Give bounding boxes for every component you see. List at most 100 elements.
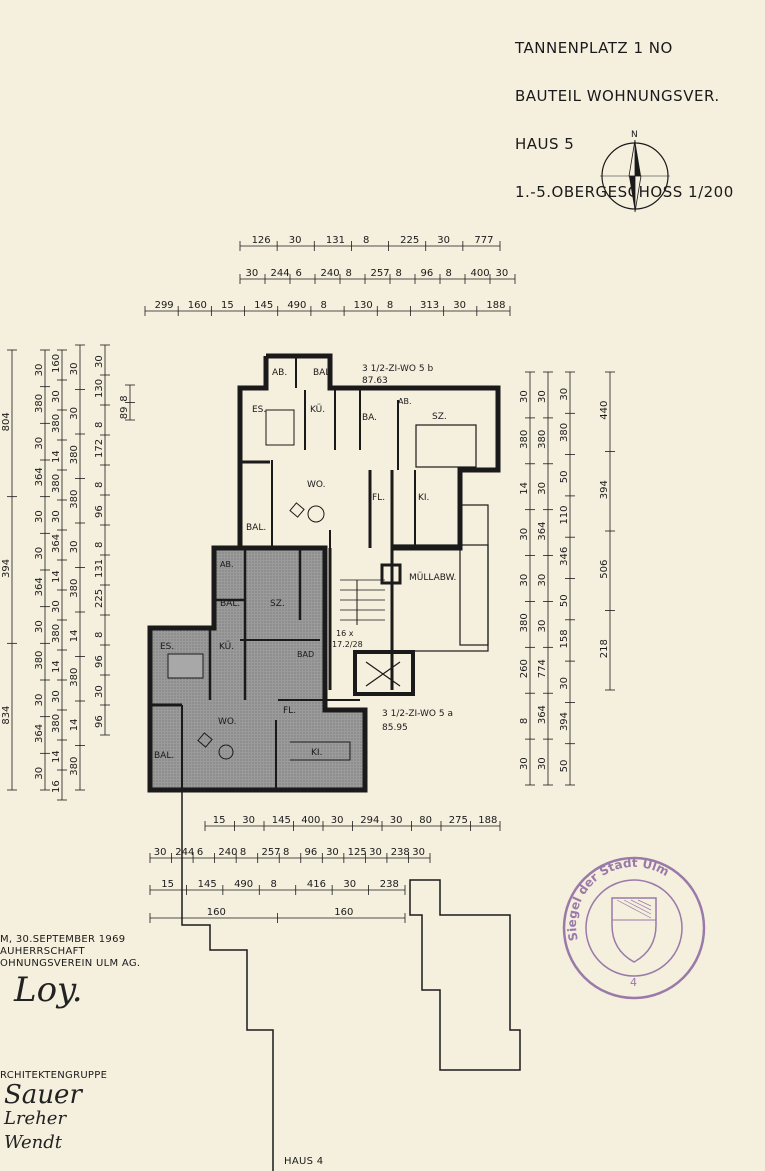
dim-label-left_col2: 380 bbox=[34, 651, 45, 670]
city-seal-stamp: Siegel der Stadt Ulm 4 bbox=[562, 856, 706, 1000]
dim-label-bottom_row2: 238 bbox=[391, 847, 410, 858]
dim-label-bottom_row2: 8 bbox=[283, 847, 289, 858]
stair-steps: 16 x bbox=[336, 629, 354, 638]
dim-label-left_col4: 380 bbox=[69, 579, 80, 598]
dim-label-top_row2: 30 bbox=[496, 268, 509, 279]
dim-label-left_col2: 364 bbox=[34, 467, 45, 486]
signature-architect-3: Wendt bbox=[4, 1132, 63, 1153]
dim-label-left_col3: 14 bbox=[51, 570, 62, 583]
dim-label-left_col2: 30 bbox=[34, 510, 45, 523]
dim-label-top_row1: 131 bbox=[326, 235, 345, 246]
dim-label-left_col4: 30 bbox=[69, 541, 80, 554]
dim-label-left_col5: 172 bbox=[94, 439, 105, 458]
dim-label-bottom_row1: 294 bbox=[360, 815, 379, 826]
dim-label-left_col5: 8 bbox=[94, 542, 105, 548]
north-label: N bbox=[631, 130, 638, 140]
dim-label-left_col3: 16 bbox=[51, 780, 62, 793]
dim-label-right_col3: 50 bbox=[559, 594, 570, 607]
haus-4-label: HAUS 4 bbox=[284, 1156, 324, 1167]
dim-label-left_outer: 394 bbox=[1, 559, 12, 578]
dim-label-left_col2: 364 bbox=[34, 724, 45, 743]
dim-label-bottom_row1: 15 bbox=[213, 815, 226, 826]
dim-label-top_row2: 240 bbox=[321, 268, 340, 279]
dim-label-left_col3: 380 bbox=[51, 474, 62, 493]
dim-label-left_col2: 30 bbox=[34, 620, 45, 633]
dim-label-left_col3: 30 bbox=[51, 600, 62, 613]
dim-label-bottom_row2: 30 bbox=[154, 847, 167, 858]
stair-ratio: 17.2/28 bbox=[332, 640, 363, 649]
unit-5a-area bbox=[147, 545, 368, 793]
room-fl-low: FL. bbox=[283, 706, 296, 716]
room-ki-low: KI. bbox=[311, 748, 322, 758]
dim-label-left_col3: 14 bbox=[51, 750, 62, 763]
dim-label-left_col2: 30 bbox=[34, 364, 45, 377]
room-muellabw: MÜLLABW. bbox=[409, 572, 456, 583]
signature-owner: Loy. bbox=[14, 970, 83, 1010]
footer-owner-1: AUHERRSCHAFT bbox=[0, 946, 85, 957]
dim-label-top_row3: 30 bbox=[453, 300, 466, 311]
dimension-lines bbox=[7, 241, 615, 923]
dim-label-right_col4: 440 bbox=[599, 401, 610, 420]
dim-label-bottom_row1: 80 bbox=[419, 815, 432, 826]
room-ab-top: AB. bbox=[272, 368, 287, 378]
dim-label-left_col3: 14 bbox=[51, 660, 62, 673]
dim-label-top_row2: 6 bbox=[296, 268, 302, 279]
dim-label-left_col3: 30 bbox=[51, 390, 62, 403]
dim-label-right_col2: 364 bbox=[537, 705, 548, 724]
dim-label-top_row3: 490 bbox=[287, 300, 306, 311]
dim-label-right_col1: 260 bbox=[519, 659, 530, 678]
dim-label-left_col5: 30 bbox=[94, 355, 105, 368]
room-wo-low: WO. bbox=[218, 717, 236, 727]
dim-label-bottom_row2: 244 bbox=[175, 847, 194, 858]
dim-label-left_col4: 380 bbox=[69, 757, 80, 776]
dim-label-left_col4: 380 bbox=[69, 490, 80, 509]
dim-label-left_outer: 804 bbox=[1, 412, 12, 431]
dim-label-bottom_row2: 30 bbox=[369, 847, 382, 858]
dim-label-bottom_row4: 160 bbox=[334, 907, 353, 918]
dim-label-bottom_row1: 400 bbox=[301, 815, 320, 826]
dim-label-top_row3: 188 bbox=[486, 300, 505, 311]
dim-label-top_row2: 244 bbox=[271, 268, 290, 279]
dim-label-right_col1: 30 bbox=[519, 574, 530, 587]
room-sz-low: SZ. bbox=[270, 599, 285, 609]
dim-label-top_row3: 8 bbox=[387, 300, 393, 311]
dim-label-left_col4: 380 bbox=[69, 668, 80, 687]
dim-label-right_col3: 158 bbox=[559, 629, 570, 648]
room-bal-left: BAL. bbox=[246, 523, 266, 533]
dim-label-top_row3: 8 bbox=[321, 300, 327, 311]
dim-label-left_col2: 30 bbox=[34, 547, 45, 560]
unit-5a-interior bbox=[167, 548, 360, 790]
dim-label-bottom_row1: 30 bbox=[331, 815, 344, 826]
dim-label-top_row1: 8 bbox=[363, 235, 369, 246]
room-ku-top: KÜ. bbox=[310, 404, 325, 415]
dim-label-top_row1: 225 bbox=[400, 235, 419, 246]
dim-label-top_row1: 30 bbox=[437, 235, 450, 246]
dim-label-left_col3: 160 bbox=[51, 354, 62, 373]
dim-label-top_row1: 126 bbox=[252, 235, 271, 246]
dim-label-right_col3: 50 bbox=[559, 760, 570, 773]
title-line-4: 1.-5.OBERGESCHOSS 1/200 bbox=[515, 183, 734, 201]
dim-label-bottom_row2: 8 bbox=[240, 847, 246, 858]
dim-label-bottom_row3: 416 bbox=[307, 879, 326, 890]
dim-label-left_col4: 30 bbox=[69, 363, 80, 376]
room-wo-top: WO. bbox=[307, 480, 325, 490]
dim-label-top_row3: 145 bbox=[254, 300, 273, 311]
room-bal-top: BAL. bbox=[313, 368, 333, 378]
dim-label-left_col4: 14 bbox=[69, 719, 80, 732]
seal-number: 4 bbox=[630, 976, 637, 989]
dim-label-left_col2: 30 bbox=[34, 437, 45, 450]
room-bal-low: BAL. bbox=[220, 599, 240, 609]
room-fl-top: FL. bbox=[372, 493, 385, 503]
dim-label-right_col2: 380 bbox=[537, 430, 548, 449]
dim-label-bottom_row4: 160 bbox=[207, 907, 226, 918]
room-bal-low2: BAL. bbox=[154, 751, 174, 761]
dim-label-bottom_row3: 490 bbox=[234, 879, 253, 890]
room-es-low: ES. bbox=[160, 642, 174, 652]
dim-label-top_row3: 313 bbox=[420, 300, 439, 311]
dim-label-top_row1: 30 bbox=[289, 235, 302, 246]
title-line-1: TANNENPLATZ 1 NO bbox=[515, 39, 673, 57]
dim-label-right_col2: 30 bbox=[537, 620, 548, 633]
dim-label-top_row2: 257 bbox=[371, 268, 390, 279]
dim-label-top_row3: 15 bbox=[221, 300, 234, 311]
